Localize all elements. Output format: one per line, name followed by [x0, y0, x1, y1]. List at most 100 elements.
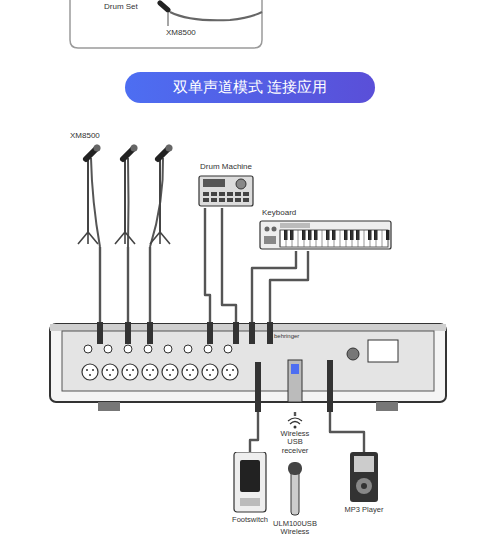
circle-shape: [361, 483, 367, 489]
rect-shape: [234, 452, 266, 512]
cable: [250, 412, 258, 452]
svg-shape: [340, 452, 388, 504]
circle-shape: [89, 374, 91, 376]
line-shape: [346, 230, 347, 247]
circle-shape: [192, 369, 194, 371]
line-shape: [352, 230, 353, 247]
line-shape: [310, 230, 311, 247]
rect-shape: [255, 362, 261, 412]
cable: [252, 251, 296, 322]
device-label: Drum Machine: [195, 163, 257, 172]
circle-shape: [294, 426, 297, 429]
rect-shape: [147, 322, 153, 344]
keyboard: Keyboard: [258, 209, 393, 251]
line-shape: [87, 158, 89, 232]
circle-shape: [162, 364, 178, 380]
circle-shape: [129, 374, 131, 376]
circle-shape: [169, 374, 171, 376]
svg-shape: [48, 322, 448, 412]
circle-shape: [122, 364, 138, 380]
circle-shape: [126, 369, 128, 371]
usb-receiver: Wireless USB receiver: [270, 416, 320, 458]
path-shape: [91, 158, 100, 247]
circle-shape: [347, 348, 359, 360]
rect-shape: [291, 471, 299, 515]
title-banner: 双单声道模式 连接应用: [125, 72, 375, 103]
path-shape: [150, 232, 170, 244]
rect-shape: [50, 324, 446, 331]
circle-shape: [166, 145, 173, 152]
circle-shape: [189, 374, 191, 376]
circle-shape: [84, 345, 92, 353]
path-shape: [78, 232, 98, 244]
circle-shape: [224, 345, 232, 353]
rect-shape: [243, 192, 249, 196]
cable: [330, 412, 364, 452]
circle-shape: [132, 369, 134, 371]
device-label: MP3 Player: [340, 506, 388, 514]
line-shape: [334, 230, 335, 247]
cable: [222, 208, 236, 322]
top-illustration: [0, 0, 500, 60]
rect-shape: [376, 402, 398, 411]
line-shape: [364, 230, 365, 247]
svg-shape: [272, 462, 318, 518]
circle-shape: [112, 369, 114, 371]
rect-shape: [240, 460, 260, 492]
cable: [149, 247, 151, 322]
rect-shape: [227, 192, 233, 196]
title-text: 双单声道模式 连接应用: [173, 79, 328, 96]
circle-shape: [172, 369, 174, 371]
path-shape: [160, 3, 168, 10]
rect-shape: [240, 498, 260, 506]
circle-shape: [144, 345, 152, 353]
circle-shape: [209, 374, 211, 376]
rect-shape: [243, 198, 249, 202]
rect-shape: [368, 340, 398, 362]
rect-shape: [97, 322, 103, 344]
device-label: Drum Set: [104, 3, 138, 12]
circle-shape: [149, 374, 151, 376]
rect-shape: [203, 192, 209, 196]
rect-shape: [235, 192, 241, 196]
rect-shape: [199, 176, 253, 206]
circle-shape: [124, 345, 132, 353]
line-shape: [280, 230, 281, 247]
circle-shape: [204, 345, 212, 353]
line-shape: [370, 230, 371, 247]
rect-shape: [260, 221, 391, 249]
circle-shape: [272, 227, 277, 232]
svg-shape: [226, 452, 274, 514]
line-shape: [376, 230, 377, 247]
circle-shape: [86, 369, 88, 371]
label-holder: Drum Set: [104, 3, 138, 12]
rect-shape: [203, 179, 225, 187]
rect-shape: [267, 322, 273, 344]
circle-shape: [109, 374, 111, 376]
circle-shape: [226, 369, 228, 371]
rect-shape: [62, 331, 434, 391]
microphone-group: XM8500: [70, 132, 180, 247]
device-label: behringer: [274, 333, 314, 340]
circle-shape: [131, 145, 138, 152]
circle-shape: [164, 345, 172, 353]
footswitch: Footswitch: [226, 452, 274, 528]
circle-shape: [152, 369, 154, 371]
rect-shape: [98, 402, 120, 411]
device-label: ULM100USB Wireless: [272, 520, 318, 537]
rect-shape: [203, 198, 209, 202]
circle-shape: [206, 369, 208, 371]
rect-shape: [288, 462, 302, 475]
circle-shape: [82, 364, 98, 380]
label-holder: XM8500: [166, 29, 196, 38]
rect-shape: [288, 360, 302, 402]
circle-shape: [92, 369, 94, 371]
circle-shape: [212, 369, 214, 371]
path-shape: [115, 232, 135, 244]
cable: [294, 412, 296, 416]
circle-shape: [356, 478, 372, 494]
circle-shape: [102, 364, 118, 380]
wireless-microphone: ULM100USB Wireless: [272, 462, 318, 546]
circle-shape: [146, 369, 148, 371]
line-shape: [286, 230, 287, 247]
